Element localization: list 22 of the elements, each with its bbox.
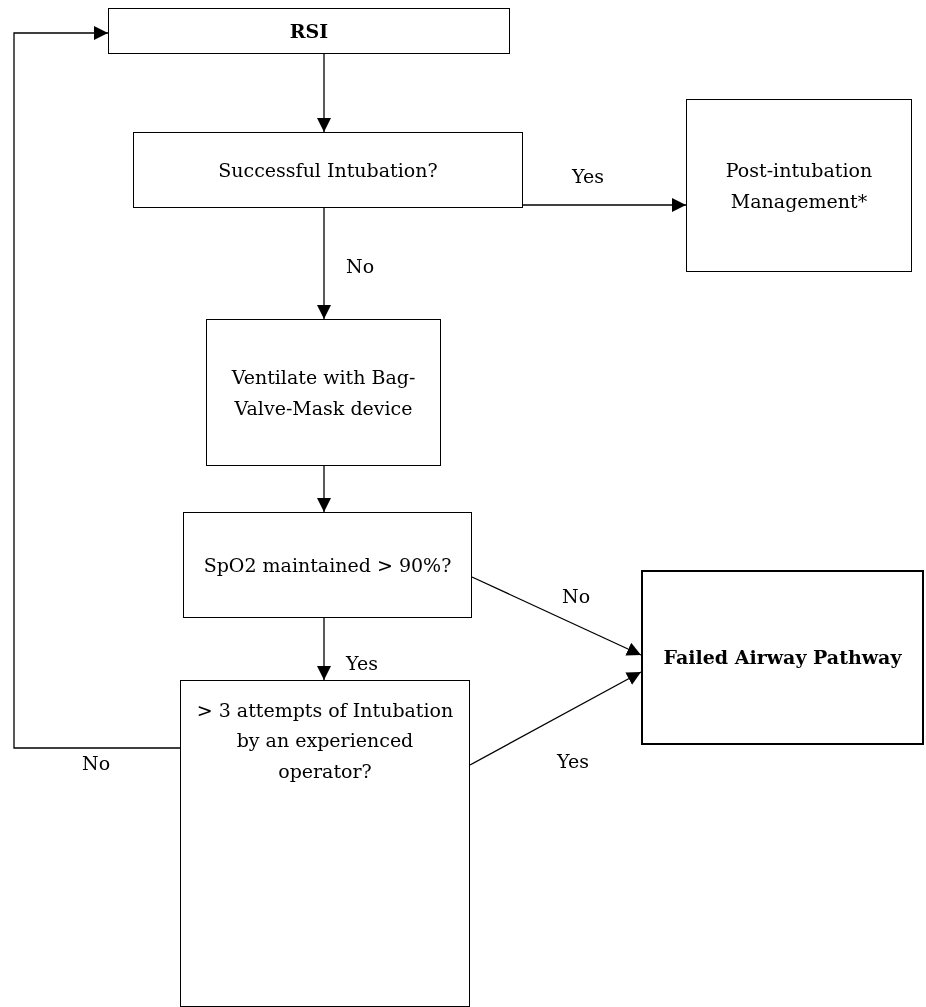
arrow <box>13 26 181 749</box>
node-text: SpO2 maintained > 90%? <box>203 552 452 578</box>
arrow <box>469 671 642 766</box>
arrow <box>317 617 331 681</box>
process-box <box>686 99 912 272</box>
node-text: Ventilate with Bag-Valve-Mask device <box>230 365 417 421</box>
arrow <box>317 207 331 320</box>
arrow <box>317 53 331 133</box>
node-text: Successful Intubation? <box>218 157 438 183</box>
node-text: RSI <box>289 18 329 44</box>
arrow <box>522 198 687 212</box>
decision-box <box>183 512 472 618</box>
node-text: > 3 attempts of Intubation by an experienced operator? <box>195 698 455 784</box>
arrow <box>317 465 331 513</box>
process-box <box>206 319 441 466</box>
node-text: Failed Airway Pathway <box>663 645 902 671</box>
decision-box <box>180 680 470 1007</box>
arrow <box>471 576 642 656</box>
decision-box <box>133 132 523 208</box>
terminal-box <box>641 570 924 745</box>
node-text: Post-intubation Management* <box>724 158 874 214</box>
process-box <box>108 8 510 54</box>
